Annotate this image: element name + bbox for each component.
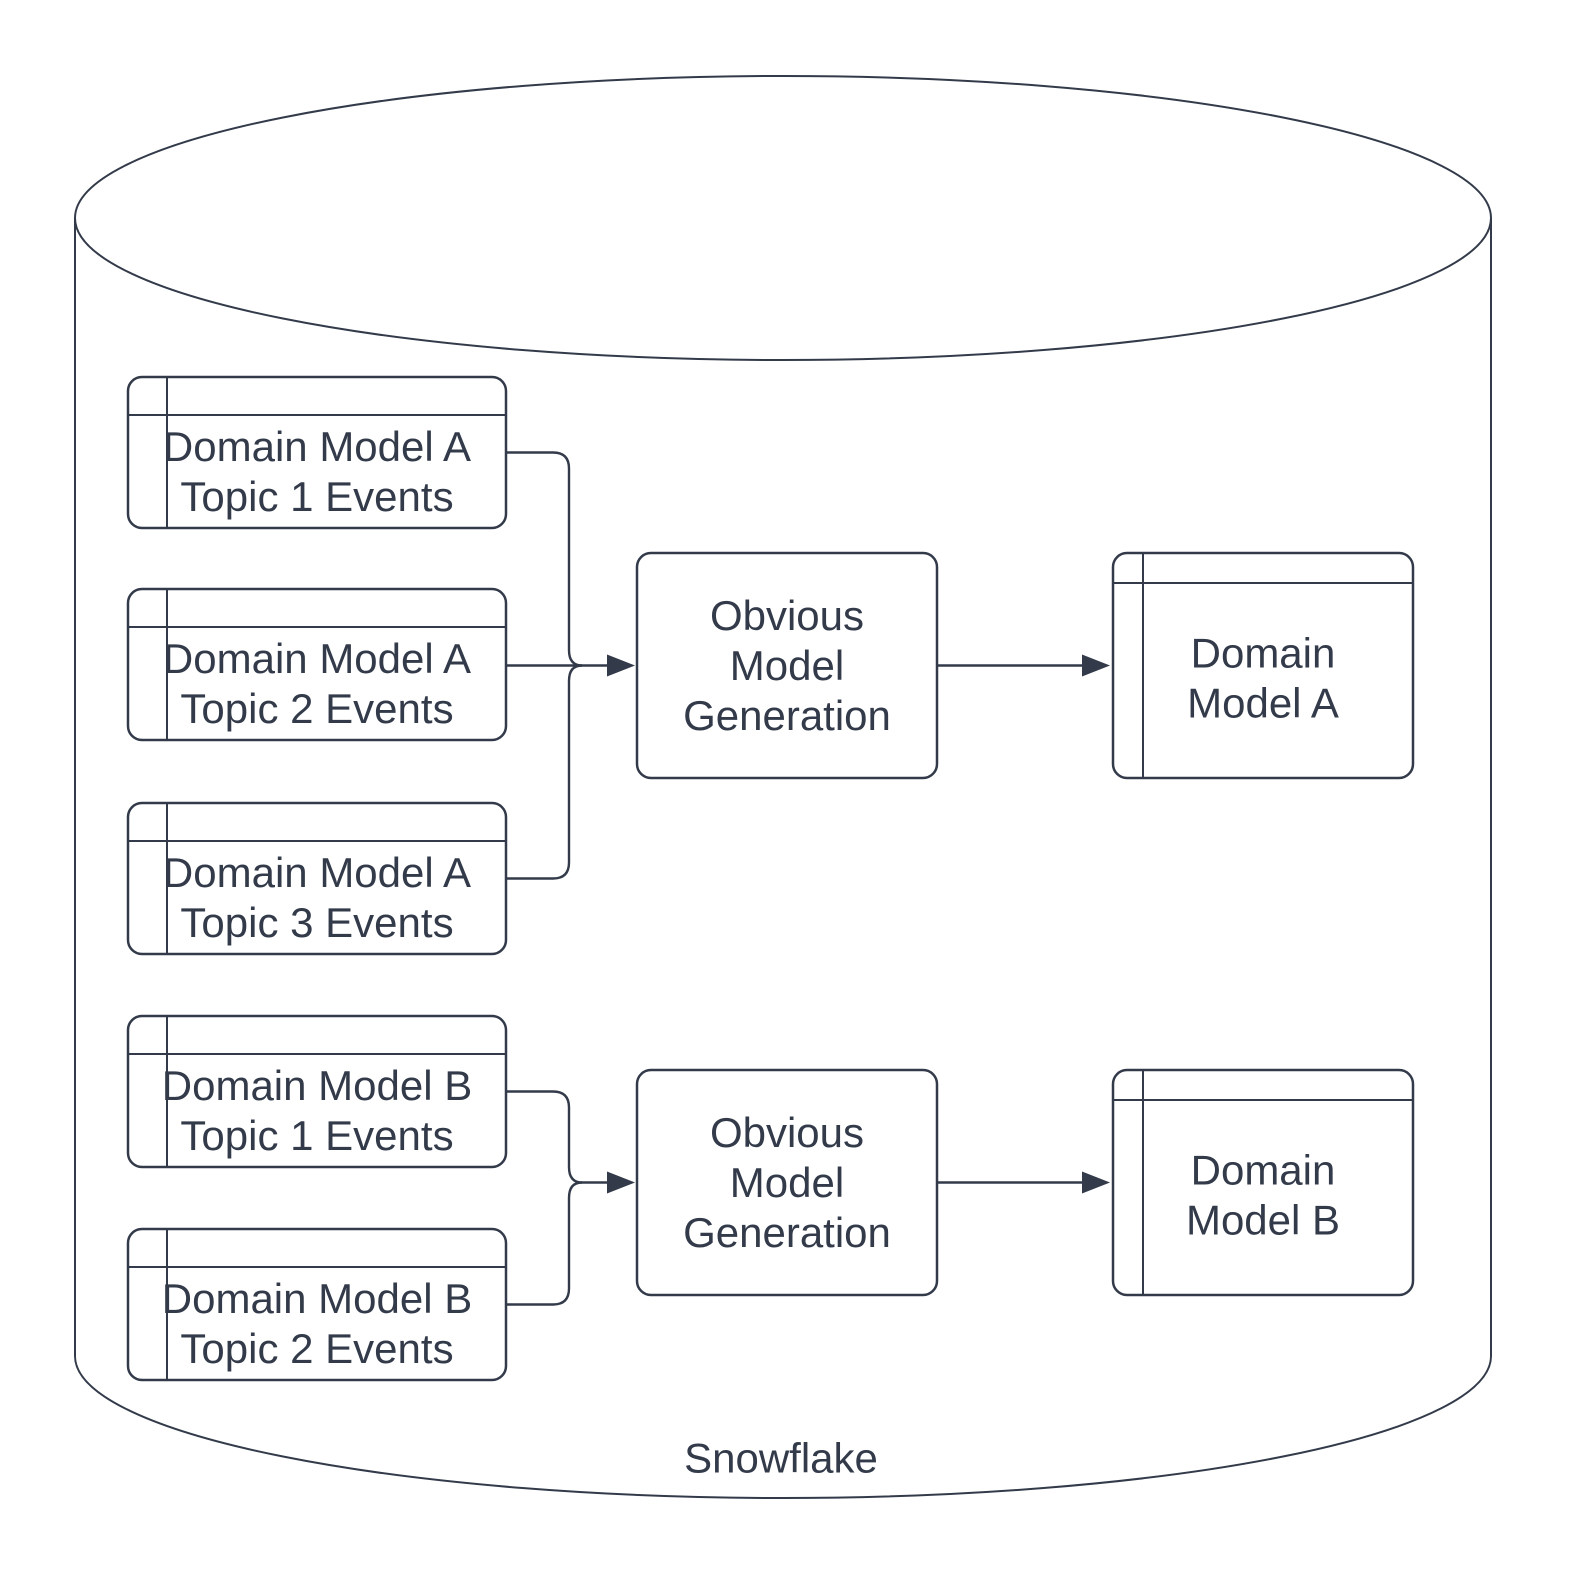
process-label-line1: Obvious xyxy=(710,592,864,639)
table-label-line1: Domain Model A xyxy=(163,635,471,682)
table-label-line2: Topic 1 Events xyxy=(180,473,453,520)
cylinder-top-ellipse xyxy=(74,75,1492,361)
process-label-line2: Model xyxy=(730,1159,844,1206)
table-label-line1: Domain xyxy=(1191,630,1336,677)
table-domain-model-a: Domain Model A xyxy=(1111,551,1415,780)
connector-group-b xyxy=(506,1090,635,1306)
process-label-line1: Obvious xyxy=(710,1109,864,1156)
process-obvious-model-generation-b: Obvious Model Generation xyxy=(635,1068,939,1297)
connector-process-a-to-output-a xyxy=(937,654,1110,677)
connector-a-topic3 xyxy=(506,664,583,880)
process-obvious-model-generation-a: Obvious Model Generation xyxy=(635,551,939,780)
process-label-line3: Generation xyxy=(683,692,891,739)
table-domain-model-b: Domain Model B xyxy=(1111,1068,1415,1297)
table-label-line1: Domain xyxy=(1191,1147,1336,1194)
connector-b-topic2 xyxy=(506,1181,583,1306)
table-label-line1: Domain Model B xyxy=(162,1062,472,1109)
process-label-line2: Model xyxy=(730,642,844,689)
table-label-line2: Topic 3 Events xyxy=(180,899,453,946)
table-label-line2: Model A xyxy=(1187,680,1339,727)
table-domain-model-a-topic-2-events: Domain Model A Topic 2 Events xyxy=(126,587,508,742)
connector-process-b-to-output-b xyxy=(937,1171,1110,1194)
connector-group-a xyxy=(506,451,635,880)
arrowhead-into-process-a xyxy=(607,654,635,677)
table-label-line1: Domain Model A xyxy=(163,423,471,470)
table-label-line1: Domain Model A xyxy=(163,849,471,896)
table-label-line2: Model B xyxy=(1186,1197,1340,1244)
snowflake-label: Snowflake xyxy=(684,1435,878,1482)
process-label-line3: Generation xyxy=(683,1209,891,1256)
table-label-line1: Domain Model B xyxy=(162,1275,472,1322)
arrowhead-into-output-a xyxy=(1082,654,1110,677)
cylinder-body xyxy=(74,218,1492,1499)
arrowhead-into-output-b xyxy=(1082,1171,1110,1194)
table-frame xyxy=(1111,1068,1415,1297)
connector-b-topic1 xyxy=(506,1090,583,1184)
table-domain-model-a-topic-3-events: Domain Model A Topic 3 Events xyxy=(126,801,508,956)
table-domain-model-a-topic-1-events: Domain Model A Topic 1 Events xyxy=(126,375,508,530)
arrowhead-into-process-b xyxy=(607,1171,635,1194)
table-label-line2: Topic 2 Events xyxy=(180,685,453,732)
table-label-line2: Topic 2 Events xyxy=(180,1325,453,1372)
connector-a-topic1 xyxy=(506,451,583,667)
table-frame xyxy=(1111,551,1415,780)
table-domain-model-b-topic-1-events: Domain Model B Topic 1 Events xyxy=(126,1014,508,1169)
snowflake-cylinder: Snowflake xyxy=(74,75,1492,1499)
table-label-line2: Topic 1 Events xyxy=(180,1112,453,1159)
table-domain-model-b-topic-2-events: Domain Model B Topic 2 Events xyxy=(126,1227,508,1382)
